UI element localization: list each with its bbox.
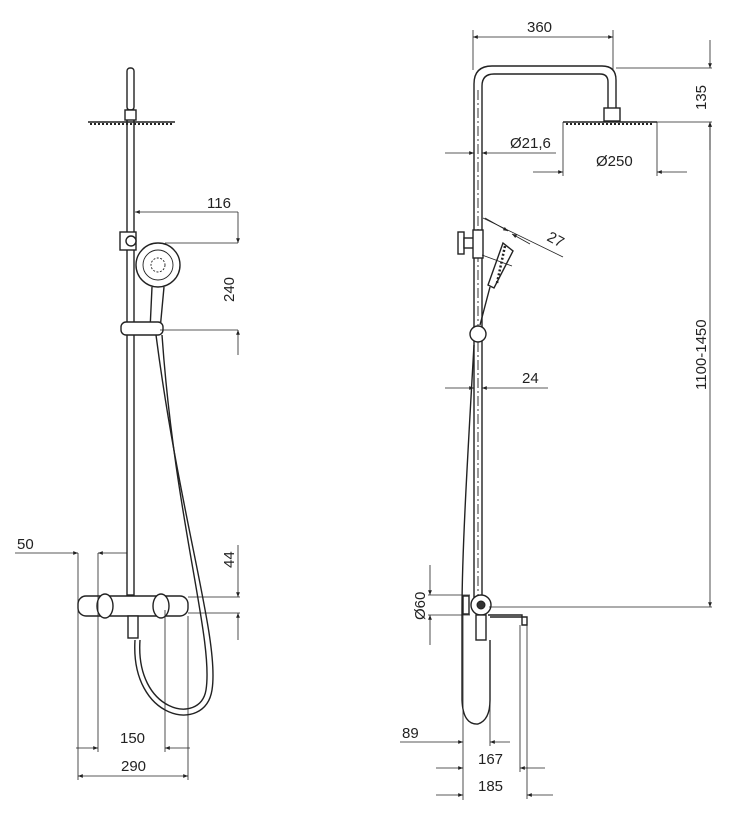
side-view: 360 135 Ø21,6 Ø250 27: [400, 19, 712, 800]
svg-text:135: 135: [693, 85, 710, 110]
svg-text:290: 290: [121, 758, 146, 775]
front-view: 116 240 50 44 150: [15, 67, 240, 780]
dimension-135: 135: [616, 40, 712, 150]
rain-shower-head: [563, 107, 657, 125]
hand-shower-holder: [119, 231, 137, 251]
hand-shower: [479, 241, 514, 326]
svg-text:89: 89: [402, 725, 419, 742]
svg-text:167: 167: [478, 751, 503, 768]
dimension-44: 44: [188, 545, 240, 640]
hand-shower: [135, 242, 181, 331]
svg-text:1100-1450: 1100-1450: [693, 319, 710, 390]
svg-text:Ø21,6: Ø21,6: [510, 135, 551, 152]
svg-text:50: 50: [17, 536, 34, 553]
dimension-167: 167: [436, 625, 545, 772]
slider: [120, 321, 164, 336]
dimension-116: 116: [135, 195, 238, 214]
dimension-1100-1450: 1100-1450: [489, 122, 712, 608]
svg-text:Ø250: Ø250: [596, 153, 633, 170]
dimension-240: 240: [160, 212, 240, 355]
shower-hose: [461, 344, 491, 725]
dimension-185: 185: [436, 625, 553, 799]
dimension-diameter-21-6: Ø21,6: [445, 135, 556, 155]
svg-text:24: 24: [522, 370, 539, 387]
thermostatic-mixer: [77, 593, 189, 639]
svg-text:116: 116: [207, 195, 231, 212]
shower-hose: [134, 334, 214, 716]
svg-text:360: 360: [527, 19, 552, 36]
dimension-360: 360: [472, 19, 614, 70]
svg-text:240: 240: [221, 277, 238, 302]
rain-shower-head: [88, 109, 175, 125]
svg-text:150: 150: [120, 730, 145, 747]
dimension-290: 290: [78, 616, 189, 780]
dimension-24: 24: [445, 370, 548, 390]
dimension-diameter-60: Ø60: [412, 565, 470, 645]
svg-text:185: 185: [478, 778, 503, 795]
hand-shower-holder: [457, 229, 484, 259]
dimension-89: 89: [400, 614, 510, 800]
svg-text:44: 44: [221, 551, 238, 568]
svg-text:Ø60: Ø60: [412, 592, 429, 620]
dimension-diameter-250: Ø250: [533, 122, 687, 176]
riser-and-arm: [473, 65, 617, 600]
slider: [469, 325, 487, 343]
dimension-150: 150: [76, 610, 190, 752]
dimension-27: 27: [481, 217, 567, 267]
dimension-50: 50: [15, 536, 127, 780]
svg-text:27: 27: [544, 229, 567, 252]
mixer-with-spout: [462, 594, 528, 641]
